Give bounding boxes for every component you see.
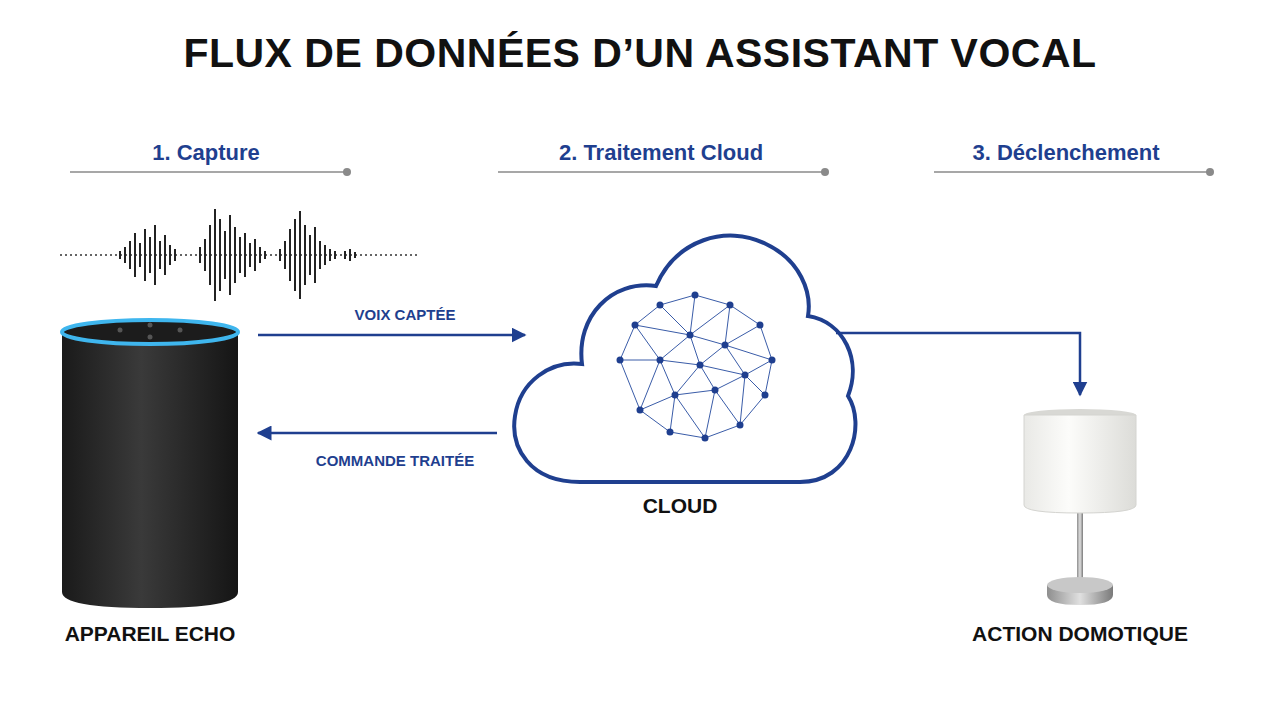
flow-arrow [258, 334, 525, 337]
node-label: ACTION DOMOTIQUE [972, 622, 1188, 646]
table-lamp [1010, 395, 1150, 610]
section-heading: 3. Déclenchement [972, 140, 1159, 166]
node-label: CLOUD [643, 494, 718, 518]
section-heading: 2. Traitement Cloud [559, 140, 763, 166]
section-rules [70, 168, 1214, 176]
echo-speaker [40, 310, 260, 610]
flow-label: VOIX CAPTÉE [355, 306, 456, 323]
node-label: APPAREIL ECHO [65, 622, 236, 646]
flow-arrow [258, 432, 497, 435]
lamp-node: ACTION DOMOTIQUE [1010, 395, 1150, 610]
flow-label: COMMANDE TRAITÉE [316, 452, 474, 469]
cloud-node: CLOUD [510, 220, 850, 490]
device-node: APPAREIL ECHO [40, 310, 260, 610]
diagram-title: FLUX DE DONNÉES D’UN ASSISTANT VOCAL [0, 30, 1280, 77]
cloud-shape [510, 220, 850, 490]
section-heading: 1. Capture [152, 140, 260, 166]
sound-wave [60, 209, 420, 301]
flow-arrow [836, 333, 1080, 395]
